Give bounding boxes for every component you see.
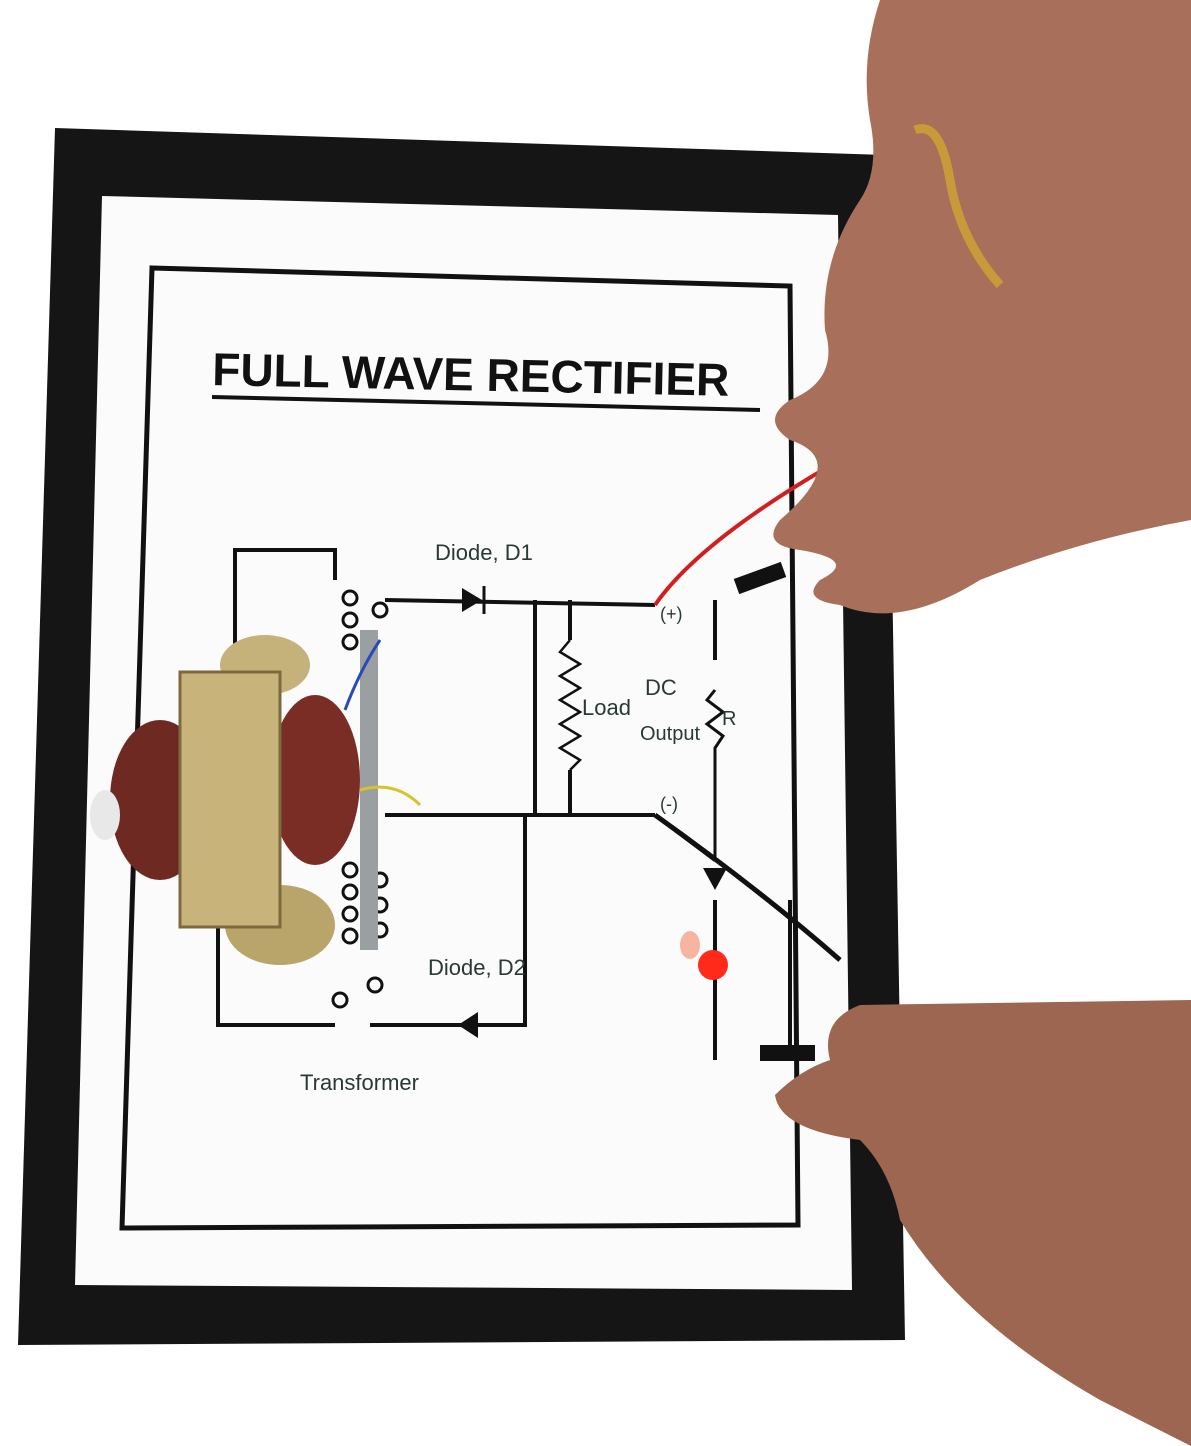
yellow-wire <box>359 785 422 807</box>
transformer-coils <box>331 589 389 1009</box>
probe-top <box>733 561 787 595</box>
led-diode-symbol <box>703 868 727 890</box>
black-probe-wire <box>653 812 842 962</box>
upper-hand <box>773 0 1191 614</box>
circuit-wires <box>216 548 792 1060</box>
label-transformer: Transformer <box>300 1070 419 1095</box>
diode-d1-symbol <box>462 588 482 612</box>
transformer-core-plate <box>360 630 378 950</box>
label-minus: (-) <box>660 794 678 814</box>
physical-transformer <box>90 635 360 965</box>
diode-d2-symbol <box>458 1012 478 1038</box>
label-plus: (+) <box>660 604 683 624</box>
label-output: Output <box>640 723 700 745</box>
led-glow <box>680 931 700 959</box>
label-diode-d2: Diode, D2 <box>428 955 526 980</box>
lower-hand <box>775 1000 1191 1446</box>
red-led <box>698 950 728 980</box>
ring <box>913 124 1004 288</box>
blue-wire <box>343 639 382 711</box>
title-underline <box>211 395 761 412</box>
red-probe-wire <box>653 458 841 607</box>
inner-border <box>119 265 801 1231</box>
label-load: Load <box>582 695 631 720</box>
probe-bottom <box>760 1045 815 1061</box>
label-dc: DC <box>645 675 677 700</box>
white-paper <box>75 196 852 1290</box>
label-diode-d1: Diode, D1 <box>435 540 533 565</box>
board-title: FULL WAVE RECTIFIER <box>212 343 730 406</box>
label-resistor: R <box>722 708 736 730</box>
